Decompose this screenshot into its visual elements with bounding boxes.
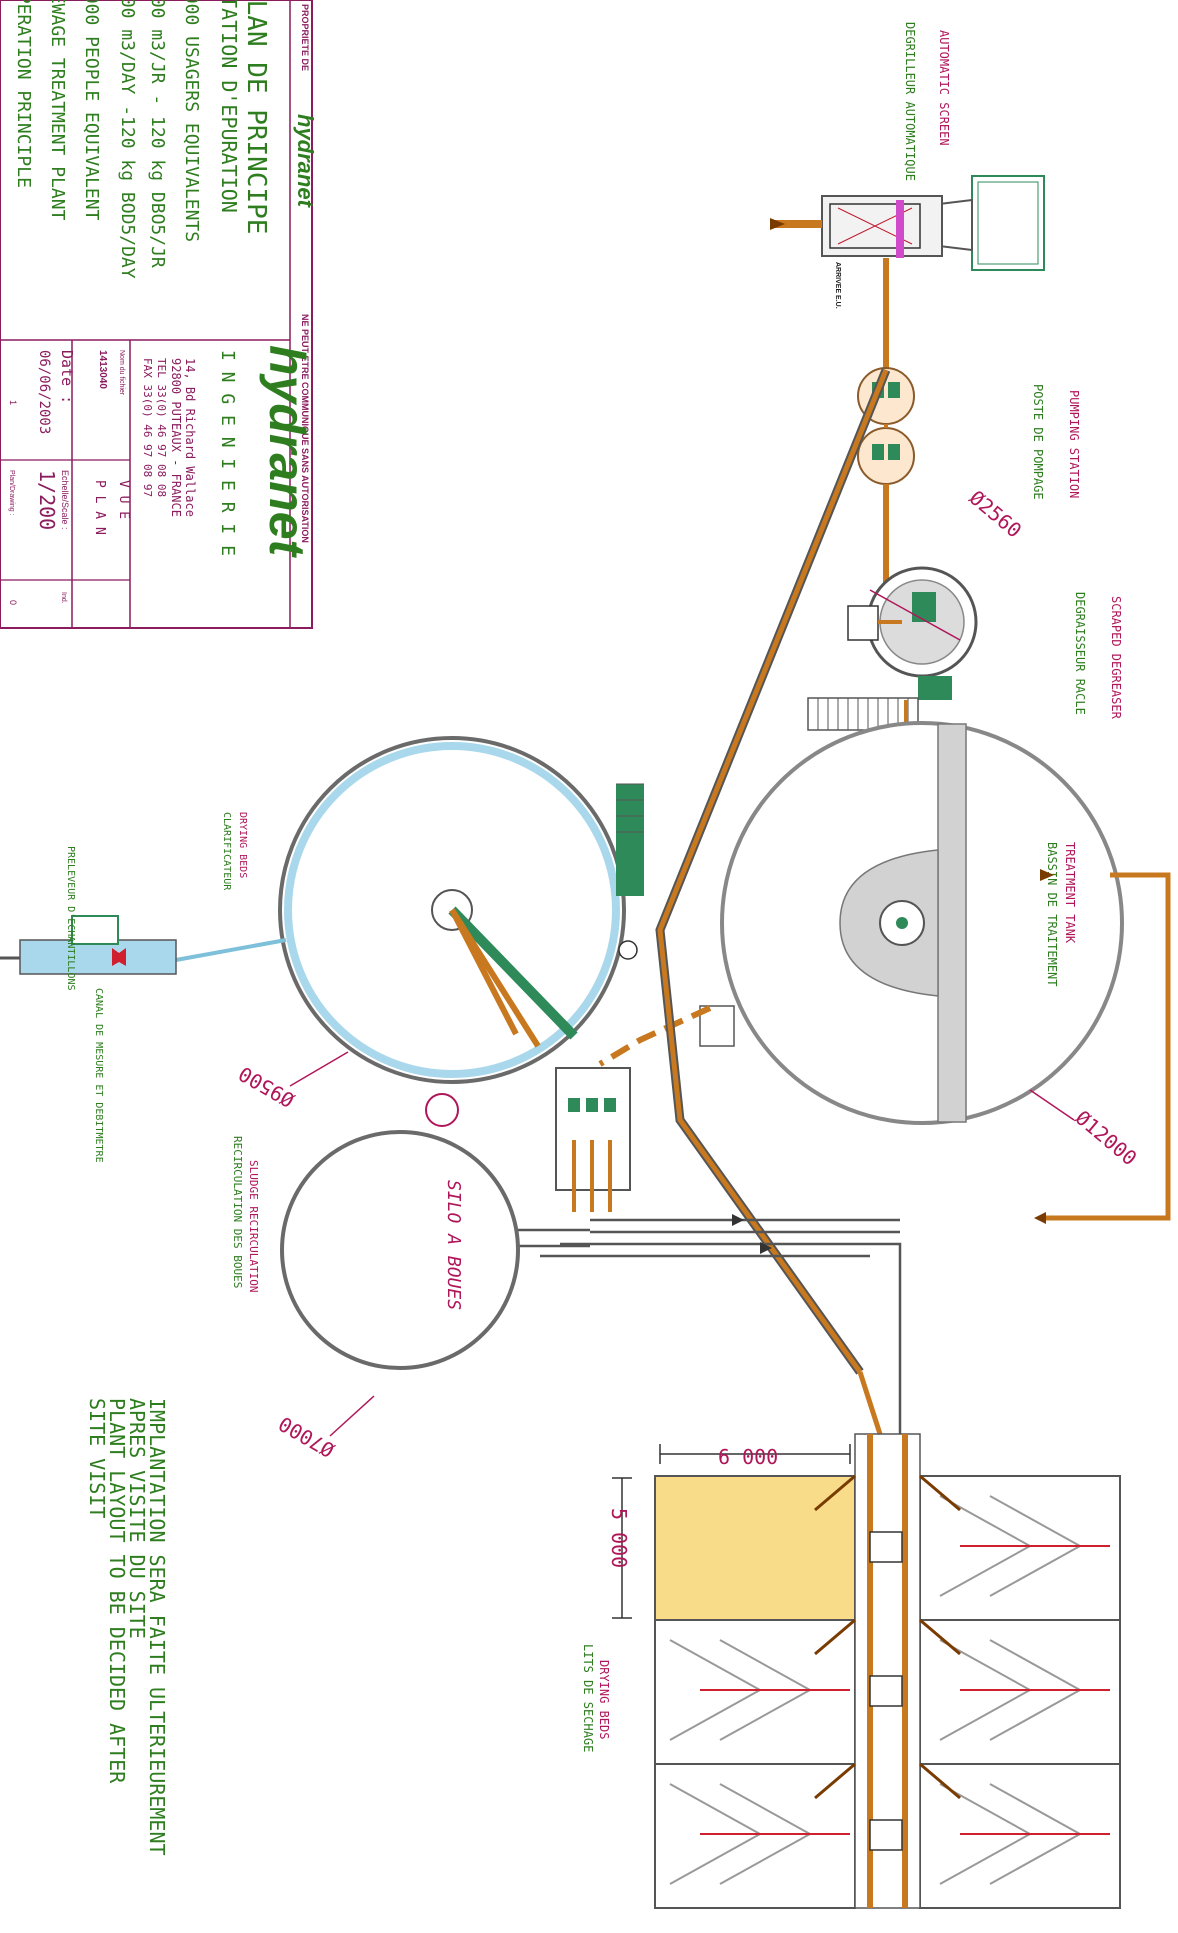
- recirculation-pumps: [555, 1005, 712, 1212]
- treatment-tank: TREATMENT TANK BASSIN DE TRAITEMENT Ø120…: [699, 721, 1171, 1224]
- main-pipes: [500, 368, 902, 1435]
- bed-length: 6 000: [718, 1445, 778, 1469]
- owner-brand: hydranet: [293, 114, 318, 209]
- silo-label: SILO A BOUES: [443, 1180, 464, 1310]
- drying-beds: DRYING BEDS LITS DE SECHAGE 6 000 5 000: [581, 1433, 1121, 1909]
- note-en-1: PLANT LAYOUT TO BE DECIDED AFTER: [105, 1398, 129, 1784]
- owner-label: PROPRIETE DE: [300, 4, 310, 71]
- pumping-station: PUMPING STATION POSTE DE POMPAGE: [857, 367, 1081, 500]
- layout-note: IMPLANTATION SERA FAITE ULTERIEUREMENT A…: [85, 1398, 169, 1856]
- capacity-en: 1000 PEOPLE EQUIVALENT: [81, 0, 102, 221]
- index-value: 0: [8, 600, 18, 605]
- address-1: 14, Bd Richard Wallace: [183, 358, 197, 517]
- automatic-screen: AUTOMATIC SCREEN DEGRILLEUR AUTOMATIQUE …: [770, 22, 1045, 309]
- tel: TEL 33(0) 46 97 08 08: [155, 358, 168, 497]
- file-value: 1413040: [97, 350, 108, 389]
- tank-dia: Ø12000: [1071, 1105, 1142, 1170]
- bed-width: 5 000: [607, 1508, 631, 1568]
- silo-dia: Ø7000: [274, 1412, 338, 1463]
- scale-value: 1/200: [35, 470, 59, 530]
- date-label: Date :: [58, 350, 76, 404]
- principle-en: OPERATION PRINCIPLE: [13, 0, 34, 188]
- canal-label: CANAL DE MESURE ET DEBITMETRE: [93, 988, 104, 1163]
- plan-title-fr: PLAN DE PRINCIPE: [241, 0, 271, 234]
- sludge-silo: SILO A BOUES SLUDGE RECIRCULATION RECIRC…: [231, 1093, 520, 1463]
- pump-label-fr: POSTE DE POMPAGE: [1031, 384, 1045, 500]
- company-logo: hydranet: [259, 345, 315, 559]
- confidential-note: NE PEUT ETRE COMMUNIQUE SANS AUTORISATIO…: [300, 314, 310, 543]
- station-fr: STATION D'EPURATION: [217, 0, 241, 213]
- note-fr-2: APRES VISITE DU SITE: [125, 1398, 149, 1639]
- clarifier: DRYING BEDS CLARIFICATEUR Ø9500: [175, 736, 644, 1113]
- title-block: PROPRIETE DE hydranet NE PEUT ETRE COMMU…: [0, 0, 318, 629]
- tank-label-fr: BASSIN DE TRAITEMENT: [1045, 842, 1059, 987]
- pump-label-en: PUMPING STATION: [1067, 390, 1081, 498]
- note-fr-1: IMPLANTATION SERA FAITE ULTERIEUREMENT: [145, 1398, 169, 1856]
- view-label: V U E: [116, 480, 131, 519]
- clarifier-label-fr: CLARIFICATEUR: [221, 812, 232, 891]
- sampler-canal: PRELEVEUR D'ECHANTILLONS CANAL DE MESURE…: [0, 846, 177, 1163]
- beds-label-en: DRYING BEDS: [597, 1660, 611, 1739]
- capacity-fr: 1000 USAGERS EQUIVALENTS: [181, 0, 202, 242]
- note-en-2: SITE VISIT: [85, 1398, 109, 1518]
- flow-fr: 300 m3/JR - 120 kg DBO5/JR: [147, 0, 168, 268]
- flow-en: 300 m3/DAY -120 kg BOD5/DAY: [117, 0, 138, 279]
- inlet-label: ARRIVEE E.U.: [834, 262, 841, 309]
- recirc-label-en: SLUDGE RECIRCULATION: [247, 1160, 260, 1292]
- company-sub: I N G E N I E R I E: [217, 350, 238, 556]
- drawing-label: Plan/Drawing :: [8, 470, 15, 516]
- plant-en: SEWAGE TREATMENT PLANT: [47, 0, 68, 221]
- clarifier-dia: Ø9500: [234, 1062, 298, 1113]
- file-label: Nom du fichier: [118, 350, 125, 396]
- screen-label-en: AUTOMATIC SCREEN: [937, 30, 951, 146]
- sampler-label: PRELEVEUR D'ECHANTILLONS: [65, 846, 76, 991]
- clarifier-label-en: DRYING BEDS: [237, 812, 248, 878]
- screen-label-fr: DEGRILLEUR AUTOMATIQUE: [903, 22, 917, 181]
- beds-label-fr: LITS DE SECHAGE: [581, 1644, 595, 1752]
- degreaser-dia: Ø2560: [965, 485, 1027, 542]
- recirc-label-fr: RECIRCULATION DES BOUES: [231, 1136, 244, 1288]
- view-value: P L A N: [92, 480, 107, 535]
- degreaser-label-fr: DEGRAISSEUR RACLE: [1073, 592, 1087, 715]
- scale-label: Echelle/Scale :: [60, 470, 70, 530]
- address-2: 92800 PUTEAUX - FRANCE: [169, 358, 183, 517]
- index-label: Ind.: [60, 592, 67, 604]
- degreaser-label-en: SCRAPED DEGREASER: [1109, 596, 1123, 720]
- tank-label-en: TREATMENT TANK: [1063, 842, 1077, 944]
- date-value: 06/06/2003: [36, 350, 52, 434]
- fax: FAX 33(0) 46 97 08 97: [141, 358, 154, 497]
- drawing-value: 1: [8, 400, 18, 405]
